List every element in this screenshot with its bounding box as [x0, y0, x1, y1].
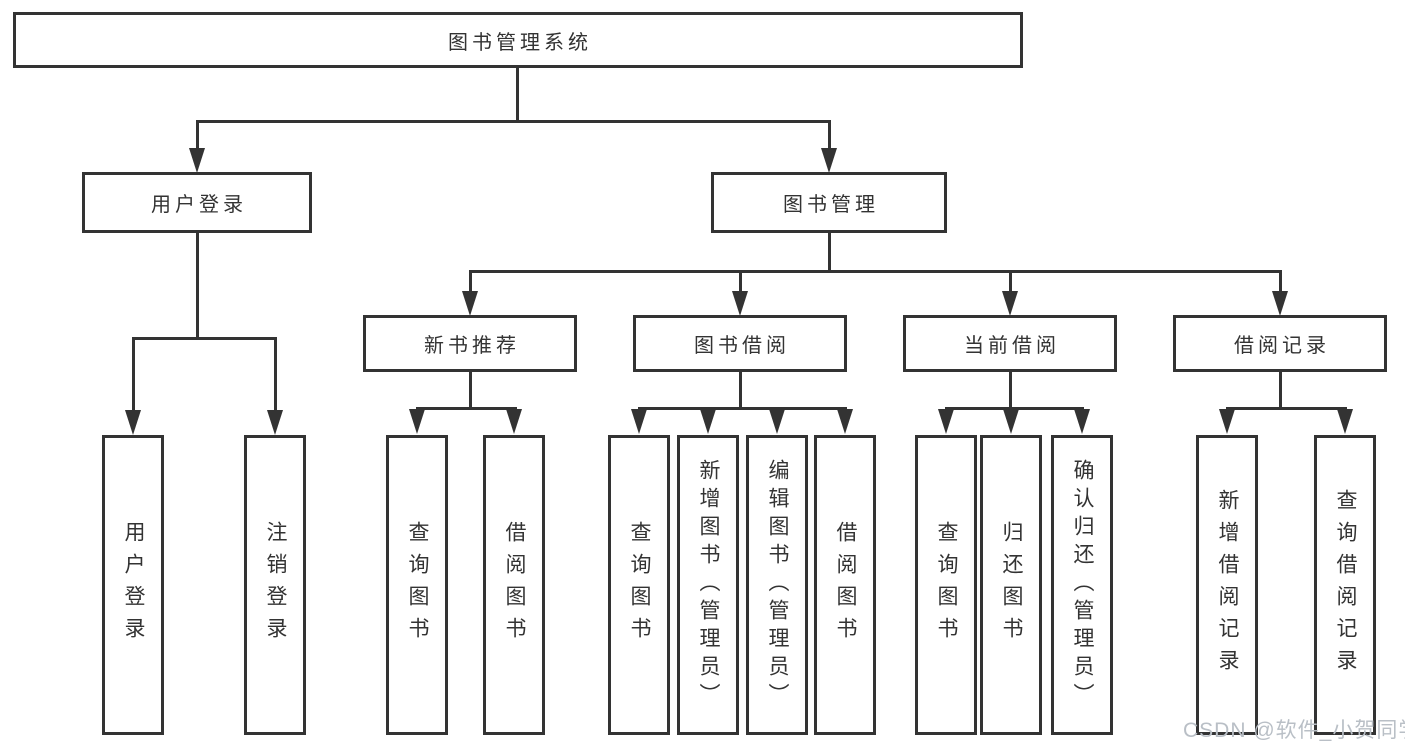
arrow-down-icon: [631, 409, 647, 434]
connector-line: [195, 120, 831, 123]
connector-line: [637, 407, 847, 410]
leaf-borrow-books: 借阅图书: [814, 435, 876, 735]
arrow-down-icon: [821, 148, 837, 173]
connector-line: [1008, 372, 1012, 410]
node-root: 图书管理系统: [13, 12, 1023, 68]
arrow-down-icon: [769, 409, 785, 434]
arrow-down-icon: [189, 148, 205, 173]
leaf-query-books: 查询图书: [386, 435, 448, 735]
connector-line: [515, 68, 519, 123]
node-current-borrowing: 当前借阅: [903, 315, 1117, 372]
leaf-return-books: 归还图书: [980, 435, 1042, 735]
connector-line: [468, 270, 1282, 273]
arrow-down-icon: [267, 410, 283, 435]
connector-line: [1278, 270, 1282, 294]
leaf-add-borrow-record: 新增借阅记录: [1196, 435, 1258, 735]
connector-line: [131, 337, 135, 412]
connector-line: [827, 233, 831, 273]
connector-line: [827, 120, 831, 150]
leaf-user-login: 用户登录: [102, 435, 164, 735]
leaf-borrow-books: 借阅图书: [483, 435, 545, 735]
arrow-down-icon: [938, 409, 954, 434]
leaf-query-borrow-record: 查询借阅记录: [1314, 435, 1376, 735]
arrow-down-icon: [837, 409, 853, 434]
arrow-down-icon: [125, 410, 141, 435]
arrow-down-icon: [1219, 409, 1235, 434]
leaf-confirm-return-admin: 确认归还（管理员）: [1051, 435, 1113, 735]
connector-line: [468, 372, 472, 410]
csdn-watermark: CSDN @软件_小贺同学: [1183, 719, 1405, 742]
node-user-login: 用户登录: [82, 172, 312, 233]
arrow-down-icon: [1337, 409, 1353, 434]
arrow-down-icon: [462, 291, 478, 316]
connector-line: [415, 407, 517, 410]
connector-line: [195, 120, 199, 150]
connector-line: [468, 270, 472, 294]
node-book-borrowing: 图书借阅: [633, 315, 847, 372]
leaf-add-books-admin: 新增图书（管理员）: [677, 435, 739, 735]
node-borrowing-records: 借阅记录: [1173, 315, 1387, 372]
node-book-management: 图书管理: [711, 172, 947, 233]
arrow-down-icon: [409, 409, 425, 434]
connector-line: [944, 407, 1084, 410]
arrow-down-icon: [506, 409, 522, 434]
arrow-down-icon: [1272, 291, 1288, 316]
connector-line: [1225, 407, 1347, 410]
connector-line: [738, 270, 742, 294]
connector-line: [195, 233, 199, 340]
arrow-down-icon: [700, 409, 716, 434]
connector-line: [131, 337, 277, 340]
connector-line: [1008, 270, 1012, 294]
connector-line: [1278, 372, 1282, 410]
leaf-edit-books-admin: 编辑图书（管理员）: [746, 435, 808, 735]
connector-line: [273, 337, 277, 412]
arrow-down-icon: [1003, 409, 1019, 434]
leaf-query-books: 查询图书: [608, 435, 670, 735]
connector-line: [738, 372, 742, 410]
node-new-book-recommendation: 新书推荐: [363, 315, 577, 372]
arrow-down-icon: [1002, 291, 1018, 316]
leaf-logout-login: 注销登录: [244, 435, 306, 735]
arrow-down-icon: [1074, 409, 1090, 434]
leaf-query-books: 查询图书: [915, 435, 977, 735]
arrow-down-icon: [732, 291, 748, 316]
